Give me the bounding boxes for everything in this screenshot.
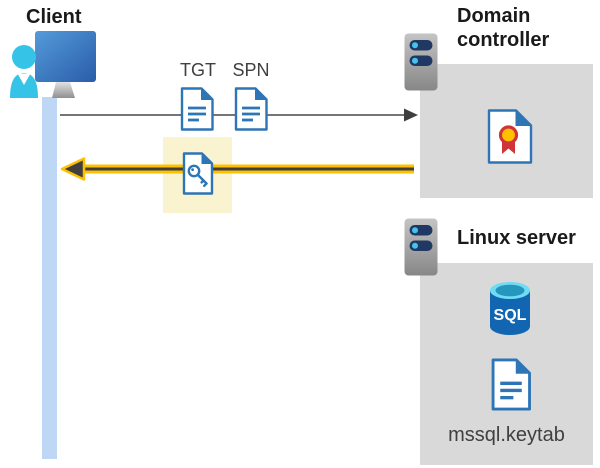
linux-server-heading: Linux server [457,227,576,249]
request-arrow [60,108,418,122]
tgt-label: TGT [180,60,216,80]
linux-server-icon [404,218,438,276]
keytab-document-icon [491,358,531,411]
sql-database-icon: SQL [490,282,530,335]
certificate-icon [487,109,533,164]
domain-controller-server-icon [404,33,438,91]
request-arrowhead [404,108,418,122]
monitor-screen [35,31,96,82]
spn-label: SPN [232,60,270,80]
response-arrow [60,157,414,181]
domain-controller-heading: Domain controller [457,5,550,51]
user-workstation-icon [10,31,96,98]
key-document-icon [182,152,214,195]
keytab-filename: mssql.keytab [448,424,565,446]
sql-icon-label: SQL [494,307,527,324]
client-heading: Client [26,6,82,28]
person-collar [17,73,31,85]
person-head [12,45,36,69]
spn-ticket-document-icon [234,87,268,131]
monitor-stand [52,82,75,98]
client-lifeline-bar [42,97,57,459]
person-body [10,73,38,98]
response-arrowhead [60,157,86,181]
tgt-ticket-document-icon [180,87,214,131]
